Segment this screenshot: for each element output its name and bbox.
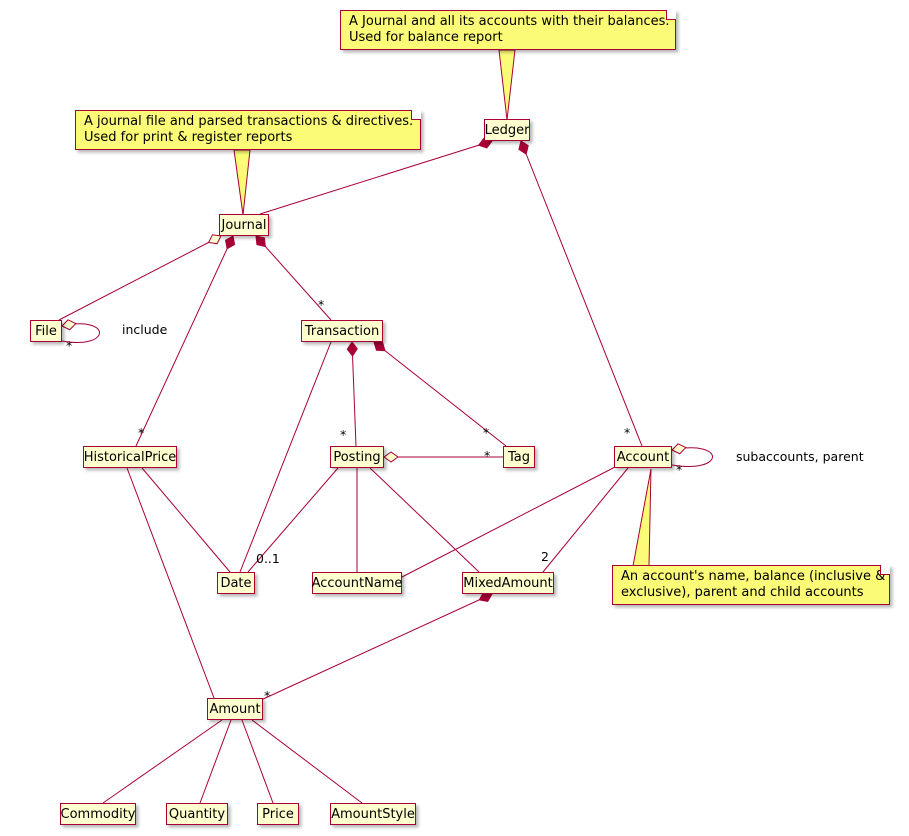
edge-label: include [122, 322, 168, 337]
composition-diamond [255, 235, 266, 248]
multiplicity-label: * [318, 297, 325, 312]
class-node-journal: Journal [219, 214, 269, 236]
class-node-label: Tag [507, 449, 530, 465]
edge-transaction-posting [351, 341, 357, 447]
edge-historicalprice-date [141, 467, 231, 573]
class-node-amountstyle: AmountStyle [330, 803, 416, 825]
multiplicity-label: 0..1 [256, 551, 280, 566]
class-node-transaction: Transaction [301, 320, 383, 342]
class-node-mixedamount: MixedAmount [462, 572, 554, 594]
multiplicity-label: * [138, 425, 145, 440]
class-node-tag: Tag [503, 446, 535, 468]
class-node-label: Posting [333, 449, 381, 465]
class-node-file: File [30, 320, 62, 342]
class-node-label: Account [616, 449, 670, 465]
composition-diamond [373, 341, 386, 352]
edge-amount-quantity [199, 719, 232, 804]
note-line: exclusive), parent and child accounts [621, 585, 864, 600]
edge-journal-transaction [255, 235, 332, 321]
class-node-label: Date [220, 575, 252, 591]
self-loop-account-subaccounts [671, 447, 713, 467]
edge-mixedamount-amount [260, 593, 493, 701]
multiplicity-label: * [676, 462, 683, 477]
class-node-label: Amount [209, 701, 261, 717]
composition-diamond [224, 235, 236, 250]
note-line: An account's name, balance (inclusive & [621, 569, 886, 584]
edge-journal-file [58, 235, 222, 321]
multiplicity-label: * [624, 425, 631, 440]
class-node-label: Commodity [60, 806, 136, 822]
aggregation-diamond [671, 443, 687, 455]
edge-posting-date [247, 467, 339, 573]
composition-diamond [518, 140, 529, 155]
class-node-ledger: Ledger [484, 119, 530, 141]
aggregation-diamond [61, 319, 77, 331]
edge-ledger-account [520, 140, 643, 447]
note-pointer-note-journal [233, 149, 251, 216]
edge-transaction-tag [373, 341, 507, 447]
class-node-price: Price [257, 803, 299, 825]
class-node-amount: Amount [207, 698, 263, 720]
multiplicity-label: * [484, 448, 491, 463]
note-line: A journal file and parsed transactions &… [84, 114, 414, 129]
class-node-label: Journal [221, 217, 267, 233]
multiplicity-label: * [340, 427, 347, 442]
note-line: Used for balance report [349, 30, 503, 45]
class-node-label: AccountName [311, 575, 403, 591]
class-node-label: HistoricalPrice [83, 449, 177, 465]
note-pointer-note-ledger [498, 49, 516, 121]
edge-ledger-journal [259, 140, 493, 215]
note-fold-icon [880, 565, 890, 575]
edge-account-accountname [401, 465, 618, 578]
class-node-account: Account [614, 446, 672, 468]
edge-amount-amountstyle [251, 719, 363, 804]
aggregation-diamond [383, 451, 399, 463]
class-node-label: Price [262, 806, 294, 822]
edge-account-mixedamount [542, 467, 629, 573]
class-node-label: Ledger [484, 122, 530, 138]
class-node-accountname: AccountName [312, 572, 402, 594]
multiplicity-label: * [66, 338, 73, 353]
note-account: An account's name, balance (inclusive &e… [612, 565, 890, 605]
class-node-label: Transaction [304, 323, 380, 339]
aggregation-diamond [207, 234, 222, 245]
multiplicity-label: * [264, 688, 271, 703]
edge-amount-price [241, 719, 274, 804]
class-node-label: AmountStyle [331, 806, 415, 822]
class-node-label: Quantity [168, 806, 226, 822]
class-node-date: Date [217, 572, 255, 594]
edge-transaction-date [239, 341, 332, 573]
multiplicity-label: 2 [541, 549, 549, 564]
edge-posting-mixedamount [369, 467, 480, 573]
note-fold-icon [411, 110, 421, 120]
composition-diamond [346, 341, 358, 357]
note-line: A Journal and all its accounts with thei… [349, 14, 670, 29]
class-node-quantity: Quantity [166, 803, 228, 825]
note-fold-icon [666, 10, 676, 20]
class-node-historicalprice: HistoricalPrice [83, 446, 177, 468]
note-line: Used for print & register reports [84, 130, 293, 145]
edge-amount-commodity [102, 719, 223, 804]
note-pointer-note-account [632, 468, 652, 567]
class-node-commodity: Commodity [60, 803, 136, 825]
edge-journal-historicalprice [135, 235, 234, 447]
note-journal: A journal file and parsed transactions &… [75, 110, 421, 150]
multiplicity-label: * [483, 425, 490, 440]
self-loop-file-include [61, 323, 100, 343]
note-ledger: A Journal and all its accounts with thei… [340, 10, 676, 50]
class-node-label: MixedAmount [463, 575, 553, 591]
edge-historicalprice-amount [126, 467, 215, 699]
class-node-posting: Posting [330, 446, 384, 468]
class-node-label: File [35, 323, 57, 339]
edge-label: subaccounts, parent [736, 449, 864, 464]
